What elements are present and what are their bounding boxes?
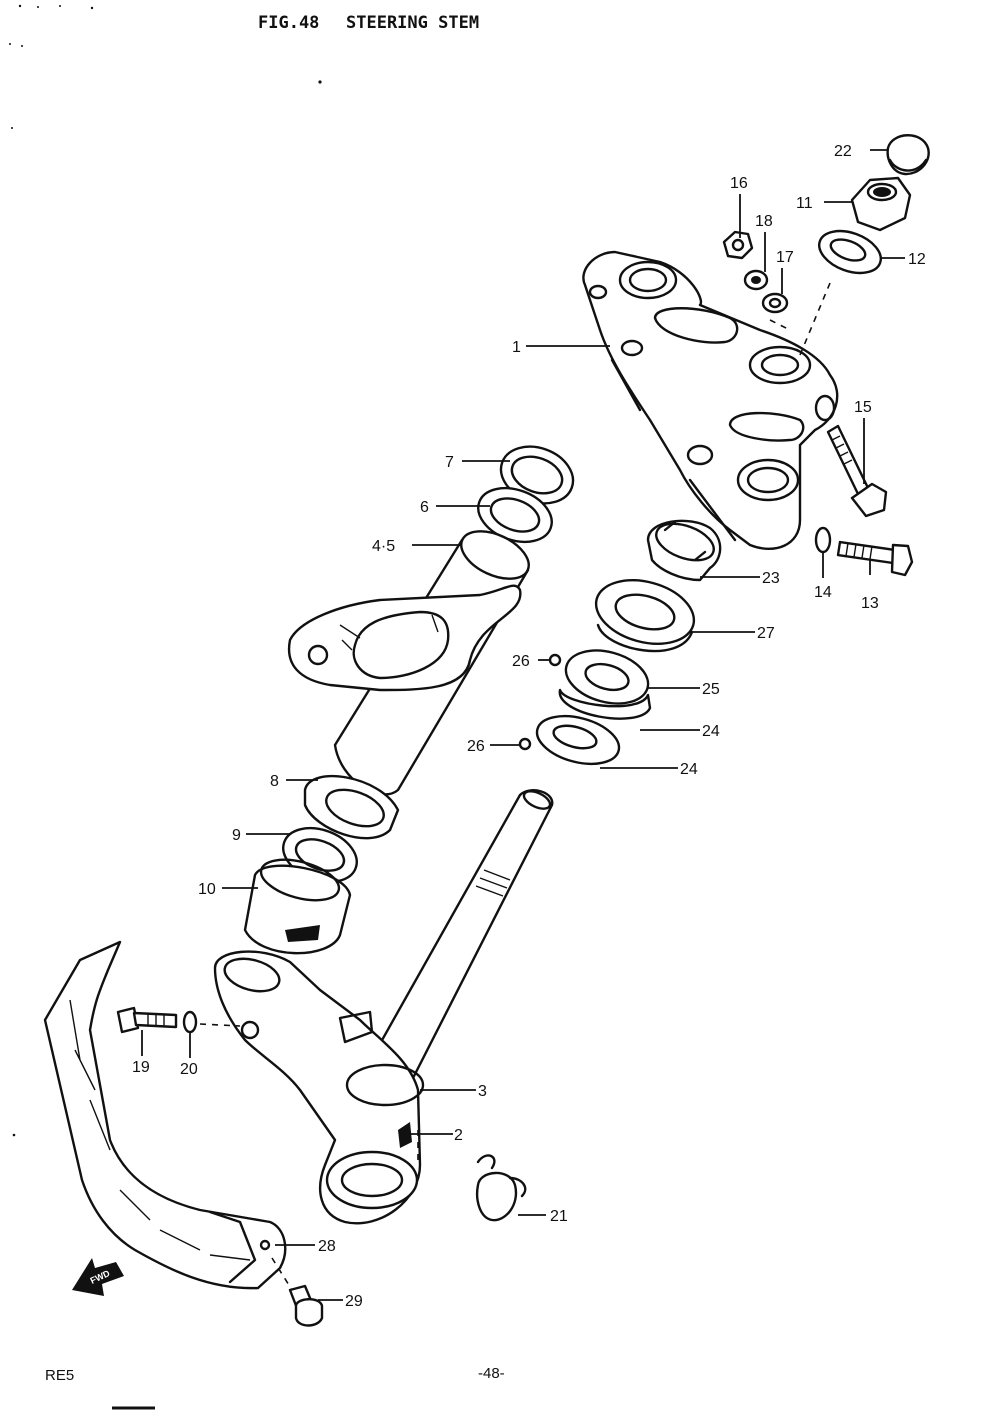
callout-27: 27 — [757, 625, 775, 642]
bearing-part-25 — [564, 649, 650, 705]
small-nut-part-16 — [722, 230, 754, 260]
assembly-axis-small — [769, 319, 791, 331]
callout-4-5: 4·5 — [372, 538, 395, 555]
callout-22: 22 — [834, 143, 852, 160]
callout-25: 25 — [702, 681, 720, 698]
washer-part-18 — [743, 269, 769, 291]
callout-19: 19 — [132, 1059, 150, 1076]
washer-part-17 — [761, 292, 789, 314]
model-code: RE5 — [45, 1367, 74, 1384]
callout-16: 16 — [730, 175, 748, 192]
callout-labels: 1 2 3 4·5 6 7 8 9 10 11 12 13 14 15 16 1… — [132, 143, 926, 1310]
guard-part-28 — [43, 940, 287, 1290]
assembly-axis-upper — [799, 282, 831, 356]
washer-part-14 — [814, 526, 832, 554]
callout-26-upper: 26 — [512, 653, 530, 670]
callout-21: 21 — [550, 1208, 568, 1225]
fwd-arrow-icon: FWD — [72, 1258, 124, 1296]
head-pipe-part-4-5 — [287, 530, 530, 796]
race-part-24-lower — [535, 714, 621, 766]
callout-3: 3 — [478, 1083, 487, 1100]
nut-part-11 — [850, 176, 912, 232]
bolt-part-13 — [836, 540, 914, 577]
steering-nut-part-23 — [646, 519, 722, 582]
race-part-8 — [303, 775, 400, 840]
callout-12: 12 — [908, 251, 926, 268]
bolt-part-19 — [116, 1006, 178, 1034]
clip-part-21 — [476, 1154, 527, 1222]
screw-part-29 — [288, 1284, 324, 1327]
scan-specks — [9, 4, 322, 1137]
callout-23: 23 — [762, 570, 780, 587]
dust-seal-part-27 — [594, 579, 696, 653]
callout-24-lower: 24 — [680, 761, 698, 778]
race-part-6 — [477, 486, 553, 544]
upper-bracket-part-1 — [582, 250, 839, 550]
figure-number: FIG.48 — [258, 13, 319, 33]
lower-bracket-part-3 — [213, 950, 425, 1225]
page-number: -48- — [478, 1365, 505, 1382]
callout-24-upper: 24 — [702, 723, 720, 740]
bolt-part-15 — [826, 424, 888, 518]
callout-17: 17 — [776, 249, 794, 266]
leader-lines — [141, 149, 905, 1301]
callout-9: 9 — [232, 827, 241, 844]
callout-1: 1 — [512, 339, 521, 356]
cover-part-10 — [243, 858, 352, 955]
callout-18: 18 — [755, 213, 773, 230]
race-part-24-upper — [558, 688, 652, 720]
callout-6: 6 — [420, 499, 429, 516]
callout-15: 15 — [854, 399, 872, 416]
callout-8: 8 — [270, 773, 279, 790]
callout-11: 11 — [796, 195, 813, 212]
callout-26-lower: 26 — [467, 738, 485, 755]
callout-10: 10 — [198, 881, 216, 898]
cap-part-22 — [886, 134, 930, 176]
callout-13: 13 — [861, 595, 879, 612]
figure-title: STEERING STEM — [346, 13, 479, 33]
washer-part-20 — [182, 1010, 198, 1034]
callout-20: 20 — [180, 1061, 198, 1078]
callout-28: 28 — [318, 1238, 336, 1255]
washer-part-12 — [818, 229, 882, 275]
callout-7: 7 — [445, 454, 454, 471]
callout-14: 14 — [814, 584, 832, 601]
callout-29: 29 — [345, 1293, 363, 1310]
stem-shaft — [366, 789, 554, 1086]
callout-2: 2 — [454, 1127, 463, 1144]
